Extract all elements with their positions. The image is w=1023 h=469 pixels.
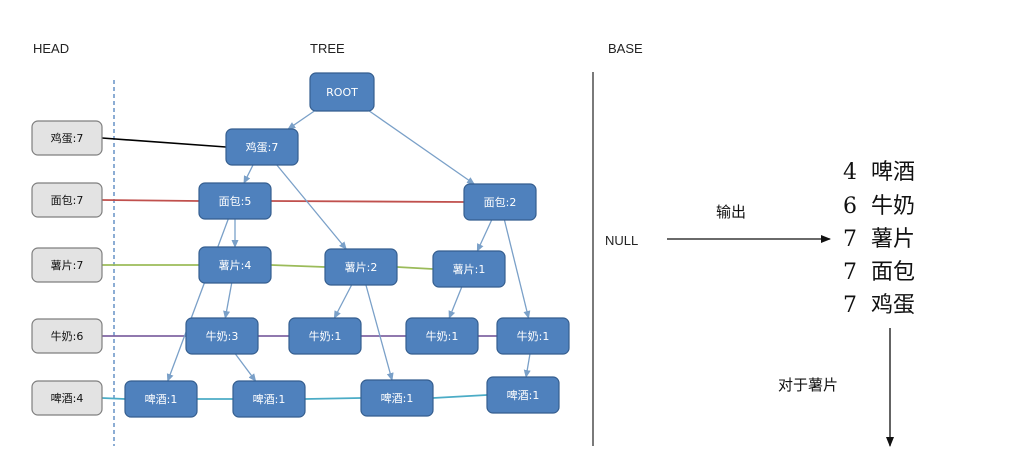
null-label: NULL: [605, 233, 638, 248]
tree-edge: [223, 282, 233, 319]
tree-edge: [234, 353, 257, 382]
tree-edge: [448, 286, 463, 319]
tree-node-label: 啤酒:1: [381, 391, 414, 405]
head-entry-box: [31, 120, 103, 156]
tree-edge: [368, 110, 475, 185]
base-list-item: 7 面包: [843, 260, 915, 285]
tree-node-beer1b: 啤酒:1: [232, 380, 306, 418]
tree-node-box: [463, 183, 537, 221]
tree-node-beer1d: 啤酒:1: [486, 376, 560, 414]
tree-edge: [166, 218, 229, 382]
tree-edge: [503, 219, 531, 319]
head-entry-box: [31, 182, 103, 218]
tree-node-label: 薯片:4: [219, 259, 252, 272]
tree-node-label: 薯片:1: [453, 263, 486, 276]
tree-node-bread2: 面包:2: [463, 183, 537, 221]
tree-node-beer1a: 啤酒:1: [124, 380, 198, 418]
head-entry-box: [31, 247, 103, 283]
tree-node-chips1: 薯片:1: [432, 250, 506, 288]
tree-node-label: 薯片:2: [345, 261, 378, 274]
tree-node-label: 牛奶:1: [309, 329, 342, 343]
tree-edge: [287, 110, 315, 130]
head-table: 鸡蛋:7 面包:7 薯片:7 牛奶:6 啤酒:4: [31, 120, 103, 416]
head-entry-label: 面包:7: [51, 194, 84, 207]
tree-node-box: [309, 72, 375, 112]
tree-node-box: [198, 246, 272, 284]
tree-edge: [243, 164, 254, 184]
tree-node-label: 鸡蛋:7: [246, 140, 279, 154]
head-entry-label: 啤酒:4: [51, 391, 84, 405]
tree-edge: [276, 164, 347, 250]
tree-nodes: ROOT 鸡蛋:7 面包:5 面包:2 薯片:4 薯片:2 薯片:1 牛奶:3 牛奶:1 牛奶:1…: [124, 72, 570, 418]
tree-node-label: ROOT: [326, 86, 358, 99]
link-line: [101, 137, 227, 148]
tree-node-milk3: 牛奶:3: [185, 317, 259, 355]
tree-node-box: [225, 128, 299, 166]
tree-edge: [365, 284, 394, 381]
tree-node-milk1b: 牛奶:1: [405, 317, 479, 355]
tree-node-box: [124, 380, 198, 418]
tree-node-box: [432, 250, 506, 288]
base-list-item: 6 牛奶: [843, 194, 915, 219]
output-label: 输出: [716, 203, 746, 221]
head-entry-chips: 薯片:7: [31, 247, 103, 283]
tree-node-root: ROOT: [309, 72, 375, 112]
tree-node-box: [486, 376, 560, 414]
tree-node-chips4: 薯片:4: [198, 246, 272, 284]
tree-edges: [166, 110, 531, 382]
base-list: 4 啤酒 6 牛奶 7 薯片 7 面包 7 鸡蛋: [843, 160, 915, 318]
tree-node-box: [360, 379, 434, 417]
tree-node-box: [496, 317, 570, 355]
head-entry-box: [31, 318, 103, 354]
tree-node-label: 牛奶:1: [517, 329, 550, 343]
tree-node-label: 啤酒:1: [253, 392, 286, 406]
head-entry-bread: 面包:7: [31, 182, 103, 218]
tree-node-label: 面包:5: [219, 195, 252, 208]
tree-node-egg1: 鸡蛋:7: [225, 128, 299, 166]
head-entry-label: 薯片:7: [51, 259, 84, 272]
head-entry-box: [31, 380, 103, 416]
tree-edge: [523, 353, 531, 378]
tree-node-chips2: 薯片:2: [324, 248, 398, 286]
base-list-item: 4 啤酒: [843, 160, 915, 185]
link-line: [396, 266, 434, 270]
tree-node-milk1a: 牛奶:1: [288, 317, 362, 355]
tree-node-bread5: 面包:5: [198, 182, 272, 220]
tree-node-label: 牛奶:1: [426, 329, 459, 343]
base-list-item: 7 鸡蛋: [843, 293, 915, 318]
tree-node-label: 啤酒:1: [145, 392, 178, 406]
tree-node-milk1c: 牛奶:1: [496, 317, 570, 355]
tree-section-title: TREE: [310, 41, 345, 56]
tree-node-label: 啤酒:1: [507, 388, 540, 402]
tree-node-beer1c: 啤酒:1: [360, 379, 434, 417]
base-section-title: BASE: [608, 41, 643, 56]
tree-node-box: [288, 317, 362, 355]
tree-node-box: [232, 380, 306, 418]
node-link-lines: [101, 137, 497, 400]
link-line: [270, 200, 465, 203]
tree-node-box: [405, 317, 479, 355]
link-line: [270, 264, 326, 268]
link-line: [101, 397, 126, 400]
tree-node-label: 面包:2: [484, 196, 517, 209]
for-label: 对于薯片: [778, 376, 838, 394]
head-entry-beer: 啤酒:4: [31, 380, 103, 416]
link-line: [432, 394, 488, 399]
tree-node-box: [185, 317, 259, 355]
link-line: [304, 397, 362, 400]
head-entry-label: 牛奶:6: [51, 329, 84, 343]
base-list-item: 7 薯片: [843, 227, 915, 252]
tree-node-box: [324, 248, 398, 286]
tree-edge: [333, 284, 353, 319]
link-line: [101, 199, 200, 202]
head-section-title: HEAD: [33, 41, 69, 56]
tree-node-label: 牛奶:3: [206, 329, 239, 343]
head-entry-egg: 鸡蛋:7: [31, 120, 103, 156]
tree-node-box: [198, 182, 272, 220]
head-entry-label: 鸡蛋:7: [51, 131, 84, 145]
tree-edge: [476, 219, 493, 252]
head-entry-milk: 牛奶:6: [31, 318, 103, 354]
